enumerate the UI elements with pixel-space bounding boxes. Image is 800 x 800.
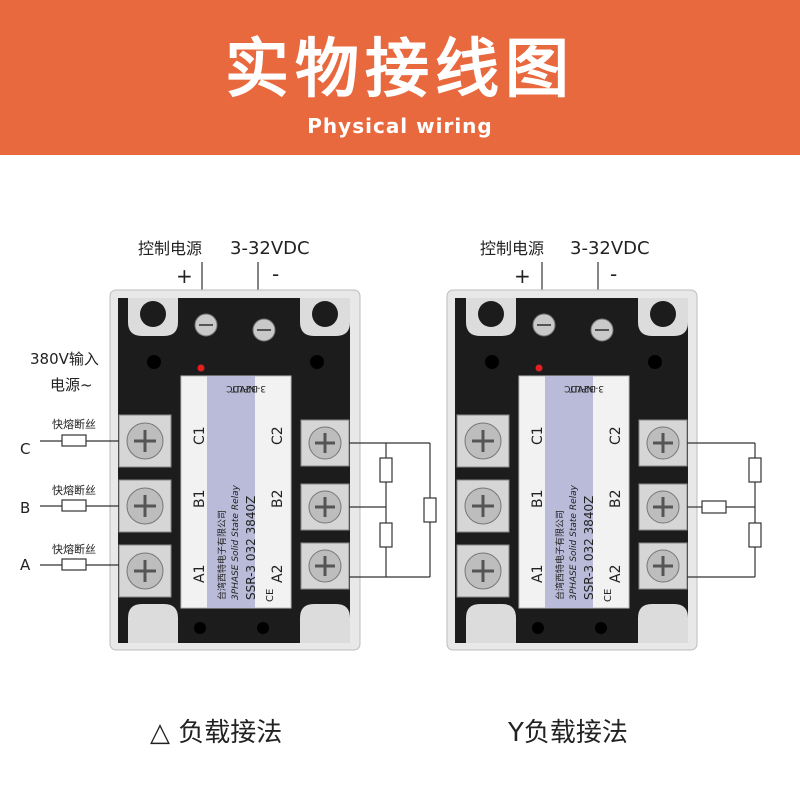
load-resistor (423, 497, 437, 523)
control-voltage-label: 3-32VDC (230, 238, 310, 259)
mount-notch (128, 604, 178, 643)
terminal-block-left (118, 414, 172, 598)
input-power-line1: 380V输入 (30, 350, 99, 368)
mount-notch (300, 604, 350, 643)
relay-label-stripe (207, 376, 255, 608)
terminal-block-right (638, 419, 688, 590)
status-led (535, 364, 543, 372)
terminal-label-b2: B2 (270, 489, 286, 508)
control-power-label: 控制电源 (138, 239, 202, 258)
model-label: SSR-3 032 3840Z (244, 496, 258, 600)
body-hole (257, 622, 269, 634)
brand-label: 台湾西特电子有限公司 (216, 510, 228, 600)
mount-hole (478, 301, 504, 327)
terminal-block-right (300, 419, 350, 590)
plus-sign: + (176, 264, 193, 288)
body-hole (485, 355, 499, 369)
page-title: 实物接线图 (225, 33, 575, 107)
mount-hole (312, 301, 338, 327)
body-hole (147, 355, 161, 369)
control-voltage-label: 3-32VDC (570, 238, 650, 259)
model-label: SSR-3 032 3840Z (582, 496, 596, 600)
phase-label-b: B (20, 499, 30, 517)
wye-caption: Y负载接法 (508, 718, 628, 748)
terminal-label-a1: A1 (192, 565, 208, 583)
relay-right: 控制电源 3-32VDC + - INPUT 3-32VDC 台湾西特电子有限公… (446, 238, 762, 651)
delta-load-wiring (349, 442, 437, 578)
mount-hole (140, 301, 166, 327)
load-resistor (748, 522, 762, 548)
input-power-line2: 电源~ (50, 376, 93, 394)
status-led (197, 364, 205, 372)
page-subtitle: Physical wiring (307, 114, 493, 138)
mount-notch (638, 604, 688, 643)
input-label: INPUT (569, 383, 596, 393)
body-hole (194, 622, 206, 634)
terminal-label-b1: B1 (530, 489, 546, 508)
brand-label: 台湾西特电子有限公司 (554, 510, 566, 600)
terminal-label-a1: A1 (530, 565, 546, 583)
fuse-label-b: 快熔断丝 (52, 483, 96, 497)
input-voltage-label: 3-32VDC (226, 383, 266, 393)
header-banner: 实物接线图 Physical wiring (0, 0, 800, 155)
delta-caption: △ 负载接法 (150, 718, 283, 748)
relay-left: 控制电源 3-32VDC + - INPUT 3-32VDC 台湾西 (20, 238, 437, 651)
terminal-label-b2: B2 (608, 489, 624, 508)
terminal-label-a2: A2 (270, 565, 286, 583)
control-power-label: 控制电源 (480, 239, 544, 258)
fuse-label-c: 快熔断丝 (52, 417, 96, 431)
body-hole (595, 622, 607, 634)
load-resistor (748, 457, 762, 483)
body-hole (532, 622, 544, 634)
terminal-label-b1: B1 (192, 489, 208, 508)
input-voltage-label: 3-32VDC (564, 383, 604, 393)
load-resistor (379, 522, 393, 548)
load-resistor (379, 457, 393, 483)
load-resistor (701, 500, 727, 514)
terminal-label-a2: A2 (608, 565, 624, 583)
input-label: INPUT (231, 383, 258, 393)
ce-mark: CE (603, 589, 614, 602)
terminal-label-c1: C1 (530, 426, 546, 445)
fuse-c (61, 434, 87, 447)
relay-label-stripe (545, 376, 593, 608)
product-line-label: 3PHASE Solid State Relay (231, 484, 241, 600)
terminal-block-left (456, 414, 510, 598)
fuse-b (61, 499, 87, 512)
body-hole (648, 355, 662, 369)
phase-label-a: A (20, 556, 31, 574)
phase-label-c: C (20, 440, 30, 458)
product-line-label: 3PHASE Solid State Relay (569, 484, 579, 600)
fuse-wiring (40, 434, 119, 571)
terminal-label-c1: C1 (192, 426, 208, 445)
body-hole (310, 355, 324, 369)
mount-notch (466, 604, 516, 643)
wye-load-wiring (687, 442, 762, 578)
fuse-a (61, 558, 87, 571)
mount-hole (650, 301, 676, 327)
ce-mark: CE (265, 589, 276, 602)
minus-sign: - (272, 262, 279, 286)
minus-sign: - (610, 262, 617, 286)
plus-sign: + (514, 264, 531, 288)
terminal-label-c2: C2 (608, 426, 624, 445)
fuse-label-a: 快熔断丝 (52, 542, 96, 556)
terminal-label-c2: C2 (270, 426, 286, 445)
